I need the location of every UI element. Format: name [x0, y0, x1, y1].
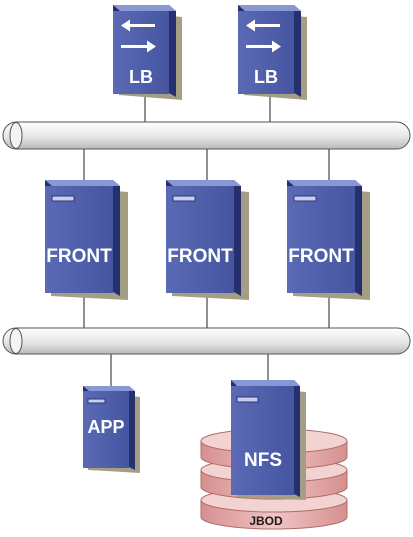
front-server-3: FRONT [287, 180, 370, 300]
left-arrow-icon [246, 19, 280, 32]
bottom-network-bus [2, 327, 411, 355]
front2-label: FRONT [167, 246, 233, 267]
front1-label: FRONT [46, 246, 112, 267]
nfs-label: NFS [244, 450, 282, 471]
drive-bay-icon [51, 195, 75, 202]
front-server-1: FRONT [45, 180, 128, 300]
right-arrow-icon [246, 40, 281, 53]
right-arrow-icon [121, 40, 156, 53]
lb-server-1: LB [113, 5, 182, 100]
app-label: APP [87, 417, 124, 437]
app-server: APP [83, 386, 140, 473]
jbod-label: JBOD [249, 514, 283, 528]
front3-label: FRONT [288, 246, 354, 267]
front-server-2: FRONT [166, 180, 249, 300]
lb1-label: LB [129, 67, 153, 87]
top-network-bus [2, 121, 411, 150]
drive-bay-icon [172, 195, 196, 202]
left-arrow-icon [121, 19, 155, 32]
drive-bay-icon [293, 195, 317, 202]
connector-lines [83, 94, 330, 386]
lb-server-2: LB [238, 5, 307, 100]
drive-bay-icon [236, 396, 259, 403]
nfs-server: NFS [231, 380, 306, 500]
drive-bay-icon [87, 398, 106, 404]
lb2-label: LB [254, 67, 278, 87]
